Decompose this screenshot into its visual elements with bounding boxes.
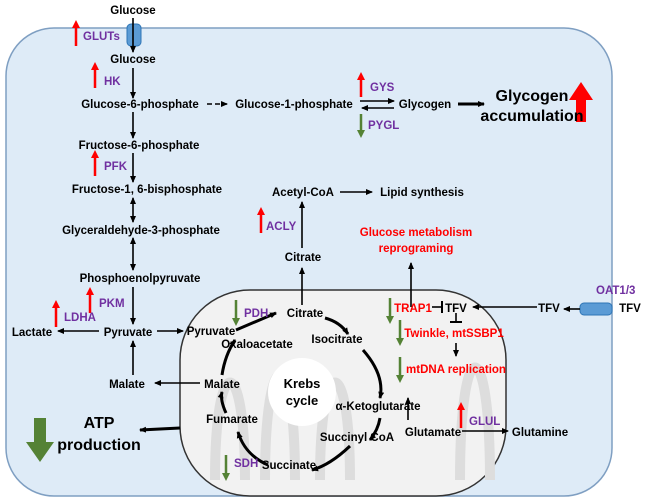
pyruvate-mito: Pyruvate (187, 326, 236, 338)
acly-label: ACLY (266, 221, 297, 233)
phosphoenolpyruvate: Phosphoenolpyruvate (80, 273, 201, 285)
oat-label: OAT1/3 (596, 285, 635, 297)
down-arrowheads (26, 130, 404, 481)
glutamine: Glutamine (512, 427, 568, 439)
krebs-line1: Krebs (284, 376, 321, 391)
oat-channel-icon (579, 302, 613, 316)
pyruvate-cytosol: Pyruvate (104, 327, 153, 339)
pygl-label: PYGL (368, 120, 399, 132)
glucose-intracellular: Glucose (110, 54, 155, 66)
lipid-synthesis: Lipid synthesis (380, 187, 464, 199)
fructose-6-phosphate: Fructose-6-phosphate (79, 140, 200, 152)
gys-label: GYS (370, 82, 395, 94)
twinkle-label: Twinkle, mtSSBP1 (404, 328, 504, 340)
reprogramming-line2: reprograming (379, 243, 454, 255)
ldha-label: LDHA (64, 312, 96, 324)
reprogramming-line1: Glucose metabolism (360, 227, 472, 239)
krebs-line2: cycle (286, 393, 319, 408)
fumarate: Fumarate (206, 414, 258, 426)
atp-line2: production (57, 437, 141, 454)
up-regulation-arrows (54, 26, 463, 428)
malate-mito: Malate (204, 379, 240, 391)
glutamate: Glutamate (405, 427, 461, 439)
citrate-mito: Citrate (287, 308, 323, 320)
down-regulation-arrows (224, 114, 402, 475)
gluts-label: GLUTs (83, 31, 120, 43)
alpha-ketoglutarate: α-Ketoglutarate (335, 401, 420, 413)
hk-label: HK (104, 76, 121, 88)
krebs-center (268, 358, 336, 426)
glucose-extracellular: Glucose (110, 5, 155, 17)
lactate: Lactate (12, 327, 52, 339)
up-arrowheads (52, 20, 593, 410)
sdh-label: SDH (234, 458, 258, 470)
fructose-16-bisphosphate: Fructose-1, 6-bisphosphate (72, 184, 222, 196)
glucose-6-phosphate: Glucose-6-phosphate (81, 99, 199, 111)
mtdna-replication: mtDNA replication (406, 364, 506, 376)
glycogen-accumulation-line1: Glycogen (496, 88, 569, 105)
tfv-mito: TFV (445, 303, 467, 315)
isocitrate: Isocitrate (311, 334, 362, 346)
atp-line1: ATP (84, 415, 115, 432)
atp-decrease-icon (26, 418, 54, 462)
succinyl-coa: Succinyl CoA (320, 432, 394, 444)
oxaloacetate: Oxaloacetate (221, 339, 293, 351)
glucose-1-phosphate: Glucose-1-phosphate (235, 99, 353, 111)
glycogen-accumulation-line2: accumulation (480, 108, 583, 125)
glycogen: Glycogen (399, 99, 451, 111)
glycogen-increase-icon (569, 82, 593, 122)
glyceraldehyde-3-phosphate: Glyceraldehyde-3-phosphate (62, 225, 220, 237)
pdh-label: PDH (244, 308, 268, 320)
trap1-label: TRAP1 (394, 303, 432, 315)
citrate-cytosol: Citrate (285, 252, 321, 264)
pfk-label: PFK (104, 161, 128, 173)
tfv-intracellular: TFV (538, 303, 560, 315)
pkm-label: PKM (99, 298, 125, 310)
acetyl-coa: Acetyl-CoA (272, 187, 334, 199)
glut-channel-icon (126, 23, 142, 47)
malate-cytosol: Malate (109, 379, 145, 391)
succinate: Succinate (262, 460, 316, 472)
glul-label: GLUL (469, 416, 500, 428)
pathway-arrows (57, 18, 580, 472)
tfv-extracellular: TFV (619, 303, 641, 315)
